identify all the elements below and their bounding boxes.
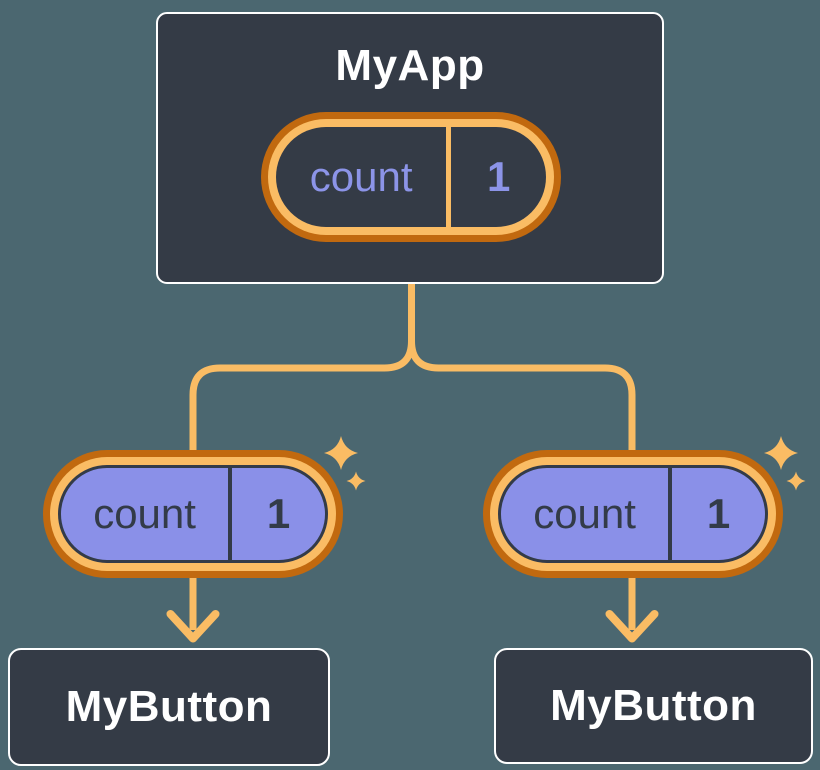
prop-pill-right-ring: count 1 <box>490 457 776 571</box>
connector-root-to-right <box>408 284 636 460</box>
prop-pill-left-divider <box>228 468 233 560</box>
node-mybutton-left-label: MyButton <box>65 682 273 731</box>
sparkle-icon-right <box>764 436 806 491</box>
node-mybutton-right: MyButton <box>494 648 813 764</box>
node-mybutton-right-label: MyButton <box>550 681 757 730</box>
arrow-head-right-icon <box>605 610 659 643</box>
node-mybutton-left: MyButton <box>8 648 330 766</box>
prop-pill-right: count 1 <box>483 450 783 578</box>
prop-pill-left-name: count <box>93 490 196 537</box>
prop-pill-left-value: 1 <box>266 490 291 537</box>
prop-pill-right-value: 1 <box>706 490 731 537</box>
connector-root-to-left <box>189 284 415 460</box>
prop-pill-right-name: count <box>533 490 636 537</box>
prop-pill-left-ring: count 1 <box>50 457 336 571</box>
prop-pill-left: count 1 <box>43 450 343 578</box>
arrow-head-left-icon <box>166 610 220 643</box>
state-pill-root-name: count <box>309 153 413 200</box>
state-pill-root: count 1 <box>261 112 561 242</box>
sparkle-icon-left <box>324 436 366 491</box>
prop-pill-right-divider <box>668 468 673 560</box>
node-myapp-label: MyApp <box>335 41 485 90</box>
state-pill-root-divider <box>446 127 452 227</box>
state-pill-root-ring: count 1 <box>268 119 554 235</box>
state-pill-root-value: 1 <box>487 153 511 200</box>
